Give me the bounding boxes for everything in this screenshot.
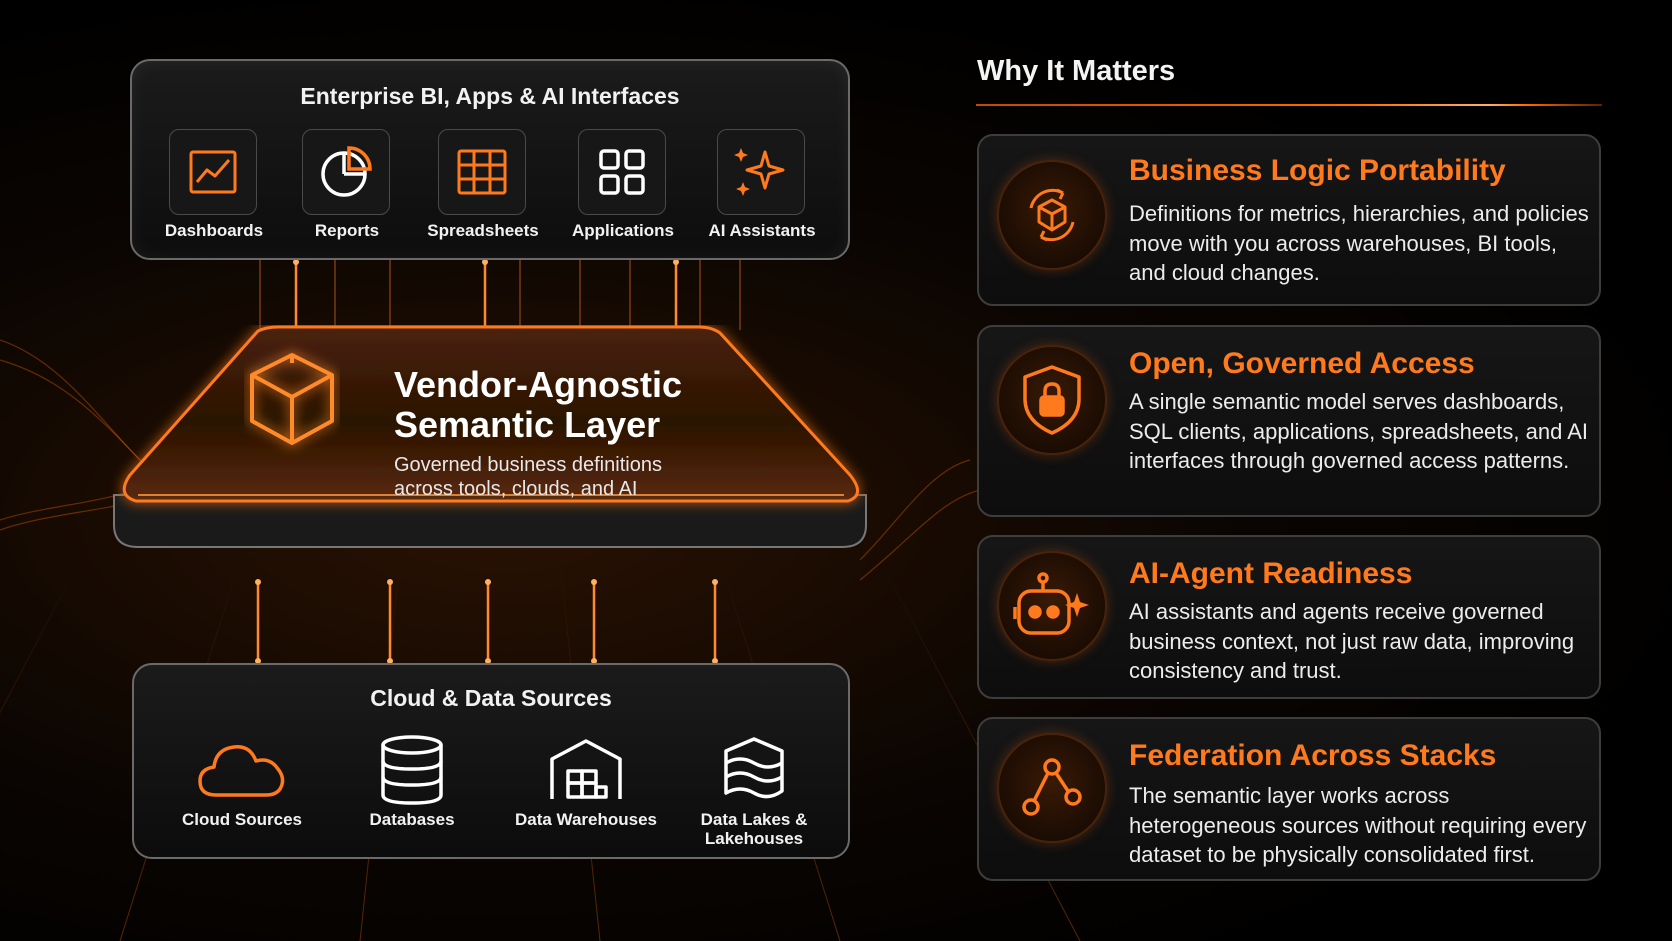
data-sources-panel: Cloud & Data Sources Cloud Sources Datab… bbox=[132, 663, 850, 859]
ai-assistants-label: AI Assistants bbox=[708, 221, 816, 240]
semantic-layer-title: Vendor-Agnostic Semantic Layer bbox=[394, 365, 734, 445]
card-title-4: Federation Across Stacks bbox=[1129, 739, 1497, 772]
warehouse-icon bbox=[550, 739, 622, 799]
title-underline bbox=[976, 104, 1602, 106]
card-title-2: Open, Governed Access bbox=[1129, 347, 1475, 380]
data-lakes-label: Data Lakes & Lakehouses bbox=[700, 810, 808, 848]
grid-icon bbox=[457, 149, 507, 195]
card-text-3: AI assistants and agents receive governe… bbox=[1129, 599, 1575, 683]
dashboards-tile[interactable] bbox=[169, 129, 257, 215]
applications-label: Applications bbox=[571, 221, 674, 240]
data-sources-title: Cloud & Data Sources bbox=[370, 685, 612, 711]
card-business-logic-portability: Business Logic Portability Definitions f… bbox=[977, 134, 1601, 306]
ai-assistants-tile[interactable] bbox=[717, 129, 805, 215]
cloud-sources-label: Cloud Sources bbox=[182, 810, 302, 829]
card-text-4: The semantic layer works across heteroge… bbox=[1129, 783, 1587, 867]
semantic-layer-subtitle: Governed business definitions across too… bbox=[394, 454, 662, 500]
data-warehouses-label: Data Warehouses bbox=[514, 810, 658, 829]
databases-label: Databases bbox=[369, 810, 455, 829]
reports-tile[interactable] bbox=[302, 129, 390, 215]
cube-icon bbox=[250, 353, 334, 445]
card-federation-across-stacks: Federation Across Stacks The semantic la… bbox=[977, 717, 1601, 881]
apps-grid-icon bbox=[599, 149, 645, 195]
card-icon-1 bbox=[999, 162, 1105, 268]
dashboards-label: Dashboards bbox=[164, 221, 264, 240]
card-icon-3 bbox=[999, 553, 1105, 659]
line-chart-icon bbox=[189, 150, 237, 194]
bi-interfaces-panel: Enterprise BI, Apps & AI Interfaces Dash… bbox=[130, 59, 850, 260]
data-lakes-item[interactable] bbox=[704, 730, 804, 810]
databases-item[interactable] bbox=[362, 730, 462, 810]
network-icon bbox=[1022, 758, 1082, 816]
semantic-layer-title-line2: Semantic Layer bbox=[394, 404, 661, 445]
card-open-governed-access: Open, Governed Access A single semantic … bbox=[977, 325, 1601, 517]
card-title-1: Business Logic Portability bbox=[1129, 154, 1506, 187]
why-it-matters-title: Why It Matters bbox=[977, 55, 1176, 87]
semantic-layer-title-line1: Vendor-Agnostic bbox=[394, 364, 683, 405]
bi-interfaces-title: Enterprise BI, Apps & AI Interfaces bbox=[300, 83, 680, 109]
robot-icon bbox=[1013, 572, 1089, 635]
cloud-sources-item[interactable] bbox=[192, 730, 292, 810]
cube-cycle-icon bbox=[1029, 188, 1075, 242]
semantic-layer-platform: Vendor-Agnostic Semantic Layer Governed … bbox=[108, 325, 872, 585]
card-text-1: Definitions for metrics, hierarchies, an… bbox=[1129, 201, 1589, 285]
reports-label: Reports bbox=[314, 221, 380, 240]
card-icon-2 bbox=[999, 347, 1105, 453]
spreadsheets-label: Spreadsheets bbox=[427, 221, 539, 240]
data-warehouses-item[interactable] bbox=[536, 730, 636, 810]
card-ai-agent-readiness: AI-Agent Readiness AI assistants and age… bbox=[977, 535, 1601, 699]
applications-tile[interactable] bbox=[578, 129, 666, 215]
card-text-2: A single semantic model serves dashboard… bbox=[1129, 389, 1589, 473]
cloud-icon bbox=[198, 745, 285, 797]
sparkles-icon bbox=[734, 148, 785, 196]
card-icon-4 bbox=[999, 735, 1105, 841]
shield-lock-icon bbox=[1023, 365, 1081, 435]
pie-chart-icon bbox=[321, 146, 372, 197]
card-title-3: AI-Agent Readiness bbox=[1129, 557, 1413, 590]
spreadsheets-tile[interactable] bbox=[438, 129, 526, 215]
data-lake-icon bbox=[724, 737, 784, 799]
database-icon bbox=[381, 735, 443, 805]
